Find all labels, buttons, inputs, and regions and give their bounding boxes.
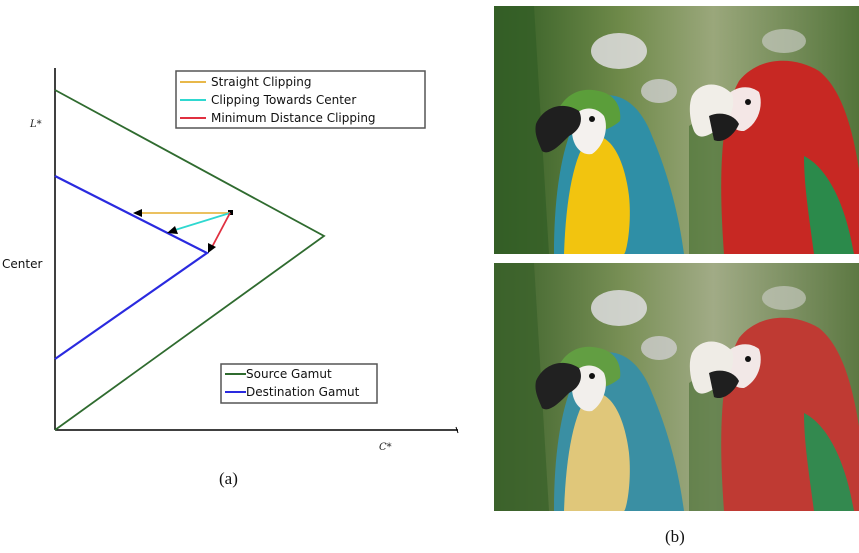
- x-axis-label: C*: [379, 442, 392, 453]
- parrots-clipped-photo: [494, 263, 859, 511]
- parrots-original-photo: [494, 6, 859, 254]
- legend-label-minimum: Minimum Distance Clipping: [211, 111, 376, 125]
- caption-a: (a): [219, 469, 238, 488]
- minimum-distance-clipping-arrowhead: [208, 243, 216, 253]
- y-axis-label: L*: [29, 119, 42, 130]
- x-axis-tick: [455, 426, 459, 434]
- source-gamut: [54, 89, 326, 431]
- gamut-clipping-diagram: L* C* Center Straight Clipping Clipping …: [2, 68, 459, 453]
- legend-label-destination: Destination Gamut: [246, 385, 360, 399]
- legend-label-source: Source Gamut: [246, 367, 332, 381]
- destination-gamut: [54, 175, 210, 360]
- legend-label-straight: Straight Clipping: [211, 75, 312, 89]
- caption-b: (b): [665, 527, 685, 546]
- straight-clipping-arrowhead: [133, 209, 142, 217]
- legend-label-center: Clipping Towards Center: [211, 93, 356, 107]
- clipping-legend: Straight Clipping Clipping Towards Cente…: [175, 70, 426, 129]
- center-clipping-arrowhead: [167, 226, 178, 234]
- gamut-legend: Source Gamut Destination Gamut: [220, 363, 378, 404]
- center-clipping-arrow: [174, 212, 231, 231]
- center-label: Center: [2, 257, 42, 271]
- minimum-distance-clipping-arrow: [211, 212, 231, 248]
- out-of-gamut-point: [228, 210, 233, 215]
